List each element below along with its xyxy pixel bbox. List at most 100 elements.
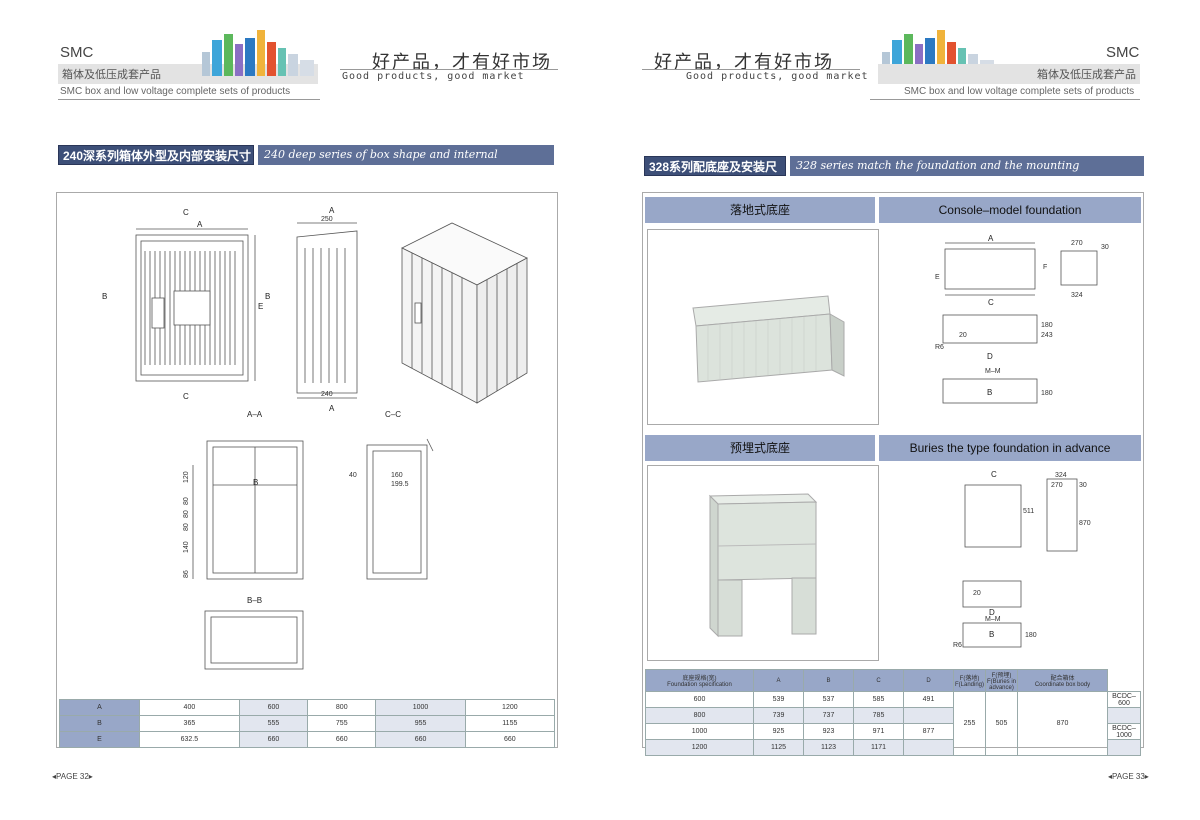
- city-logo-left: [202, 30, 314, 76]
- r2-dim-270: 270: [1051, 482, 1063, 489]
- spec-merged-cell: 870: [1017, 691, 1108, 756]
- label-section-aa: A–A: [247, 410, 263, 419]
- r-label-b: B: [987, 388, 992, 397]
- dimension-cell: 365: [139, 715, 240, 732]
- buried-foundation-photo: [647, 465, 879, 661]
- right-foundation-panel: 落地式底座 Console–model foundation A C: [642, 192, 1144, 756]
- spec-cell: 925: [753, 723, 804, 740]
- page-number-left: ◂PAGE 32▸: [52, 772, 93, 781]
- spec-cell: 1125: [753, 739, 804, 756]
- spec-cell: [903, 707, 954, 724]
- r-label-d: D: [987, 352, 993, 361]
- dimension-cell: 755: [307, 715, 377, 732]
- dim-86: 86: [183, 570, 190, 578]
- dim-120: 120: [183, 471, 190, 483]
- label-b-inner: B: [253, 478, 258, 487]
- dimension-cell: 400: [139, 699, 240, 716]
- row-label: B: [59, 715, 140, 732]
- spec-cell: 971: [853, 723, 904, 740]
- dim-80-c: 80: [183, 523, 190, 531]
- r2-dim-r6: R6: [953, 642, 962, 649]
- box-technical-drawing: C A B B E C A 250 240 A: [102, 206, 528, 670]
- spec-header-cell: C: [853, 669, 904, 692]
- caption-buried-cn: 预埋式底座: [645, 435, 875, 461]
- dimension-cell: 660: [238, 731, 309, 748]
- r-label-c: C: [988, 298, 994, 307]
- r-label-e: E: [935, 274, 940, 281]
- spec-header-cell: D: [903, 669, 954, 692]
- page-right-text: PAGE 33: [1112, 772, 1145, 781]
- dimension-cell: 1155: [464, 715, 556, 732]
- spec-cell: 877: [903, 723, 954, 740]
- spec-merged-cell: 505: [985, 691, 1018, 756]
- spec-cell: 537: [803, 691, 854, 708]
- section-cc: [366, 438, 434, 580]
- dimension-cell: 660: [307, 731, 377, 748]
- section-title-en-left: 240 deep series of box shape and interna…: [258, 145, 554, 181]
- coordinate-box-cell: BCDC–600: [1107, 691, 1141, 708]
- label-c-bottom: C: [183, 392, 189, 401]
- page-left-text: PAGE 32: [56, 772, 89, 781]
- r2-label-c: C: [991, 470, 997, 479]
- r-label-f: F: [1043, 264, 1047, 271]
- slogan-en-right: Good products, good market: [686, 71, 869, 82]
- spec-header-cell: F(预埋) F(Buries in advance): [985, 669, 1018, 692]
- console-foundation-photo: [647, 229, 879, 425]
- spec-merged-cell: 255: [953, 691, 986, 756]
- coordinate-box-cell: [1107, 707, 1141, 724]
- section-title-en-right: 328 series match the foundation and the …: [790, 156, 1144, 192]
- r-dim-r6: R6: [935, 344, 944, 351]
- label-a-width: A: [197, 220, 203, 229]
- spec-header-cell: 底座规格(宽) Foundation specification: [645, 669, 754, 692]
- brand-right: SMC: [1106, 44, 1140, 61]
- dimension-cell: 800: [307, 699, 377, 716]
- dimension-cell: 1200: [464, 699, 556, 716]
- spec-cell: 1123: [803, 739, 854, 756]
- isometric-view: [401, 222, 528, 404]
- dim-240: 240: [321, 391, 333, 398]
- caption-console-en: Console–model foundation: [879, 197, 1141, 223]
- label-e: E: [258, 302, 263, 311]
- r-dim-180-b: 180: [1041, 390, 1053, 397]
- dim-140: 140: [183, 541, 190, 553]
- spec-header-cell: F(落地) F(Landing): [953, 669, 986, 692]
- front-view: [135, 228, 256, 382]
- spec-cell: 539: [753, 691, 804, 708]
- r2-dim-180: 180: [1025, 632, 1037, 639]
- slogan-en-left: Good products, good market: [342, 71, 525, 82]
- r-dim-270: 270: [1071, 240, 1083, 247]
- section-title-cn-left: 240深系列箱体外型及内部安装尺寸: [58, 145, 254, 165]
- buried-foundation-drawing: C 324 270 30 511 870 20 D M–M B R6 180: [953, 470, 1091, 649]
- r-dim-243: 243: [1041, 332, 1053, 339]
- coordinate-box-cell: BCDC–1000: [1107, 723, 1141, 740]
- spec-cell: 785: [853, 707, 904, 724]
- spec-cell: 585: [853, 691, 904, 708]
- spec-cell: 800: [645, 707, 754, 724]
- dim-80-a: 80: [183, 497, 190, 505]
- row-label: A: [59, 699, 140, 716]
- label-a-bottom: A: [329, 404, 335, 413]
- r-dim-30: 30: [1101, 244, 1109, 251]
- r2-label-b: B: [989, 630, 994, 639]
- section-bb: [204, 610, 304, 670]
- label-b-left: B: [102, 292, 107, 301]
- page-number-right: ◂PAGE 33▸: [1108, 772, 1149, 781]
- spec-cell: 1200: [645, 739, 754, 756]
- r2-dim-30: 30: [1079, 482, 1087, 489]
- spec-header-cell: A: [753, 669, 804, 692]
- spec-cell: 491: [903, 691, 954, 708]
- dim-40: 40: [349, 472, 357, 479]
- dimension-cell: 600: [238, 699, 309, 716]
- slogan-cn-left: 好产品，才有好市场: [372, 52, 552, 73]
- brand-left: SMC: [60, 44, 94, 61]
- section-title-cn-right: 328系列配底座及安装尺寸: [644, 156, 786, 194]
- label-b-right: B: [265, 292, 270, 301]
